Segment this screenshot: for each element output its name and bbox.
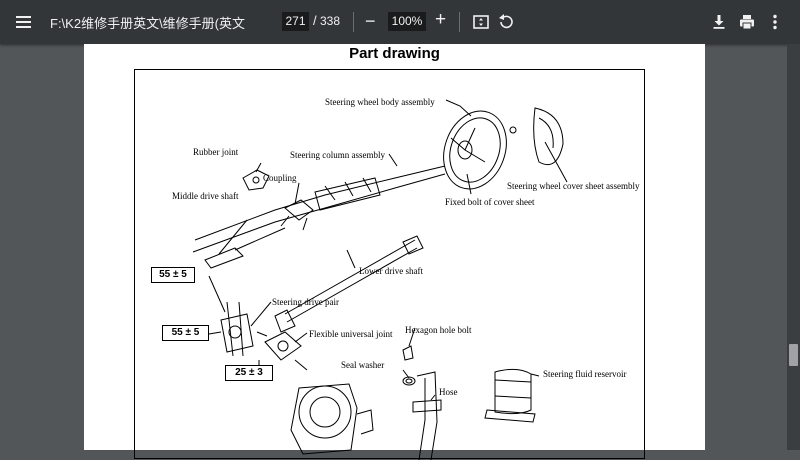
zoom-level-input[interactable]: 100% bbox=[388, 12, 426, 31]
exploded-view-illustration bbox=[192, 99, 568, 460]
menu-icon[interactable] bbox=[14, 12, 34, 32]
more-vert-icon[interactable] bbox=[765, 12, 785, 32]
label-coupling: Coupling bbox=[263, 173, 297, 183]
label-fixed-bolt: Fixed bolt of cover sheet bbox=[445, 197, 535, 207]
label-steering-drive-pair: Steering drive pair bbox=[272, 297, 339, 307]
download-icon[interactable] bbox=[709, 12, 729, 32]
zoom-in-button[interactable]: + bbox=[435, 9, 447, 30]
vertical-scrollbar[interactable] bbox=[787, 44, 800, 450]
part-drawing-frame: Steering wheel body assembly Rubber join… bbox=[134, 69, 645, 460]
pdf-page: Part drawing bbox=[84, 44, 705, 460]
label-steering-column: Steering column assembly bbox=[290, 150, 385, 160]
label-hexagon-bolt: Hexagon hole bolt bbox=[405, 325, 472, 335]
torque-box: 55 ± 5 bbox=[151, 267, 195, 283]
print-icon[interactable] bbox=[737, 12, 757, 32]
label-fluid-reservoir: Steering fluid reservoir bbox=[543, 369, 627, 379]
page-separator: / bbox=[313, 13, 317, 28]
toolbar-divider bbox=[353, 12, 354, 32]
label-middle-drive-shaft: Middle drive shaft bbox=[172, 191, 239, 201]
torque-box: 55 ± 5 bbox=[162, 325, 209, 341]
scrollbar-thumb[interactable] bbox=[789, 344, 798, 366]
document-title: F:\K2维修手册英文\维修手册(英文 bbox=[50, 16, 246, 31]
label-cover-sheet-assembly: Steering wheel cover sheet assembly bbox=[507, 181, 640, 191]
label-flexible-joint: Flexible universal joint bbox=[309, 329, 393, 339]
label-lower-drive-shaft: Lower drive shaft bbox=[359, 266, 423, 276]
fit-page-icon[interactable] bbox=[471, 12, 491, 32]
page-heading: Part drawing bbox=[349, 45, 440, 62]
page-number-input[interactable]: 271 bbox=[282, 12, 309, 31]
toolbar-divider bbox=[459, 12, 460, 32]
label-rubber-joint: Rubber joint bbox=[193, 147, 239, 157]
zoom-out-button[interactable]: − bbox=[365, 11, 376, 31]
label-steering-wheel-body: Steering wheel body assembly bbox=[325, 97, 435, 107]
label-seal-washer: Seal washer bbox=[341, 360, 385, 370]
torque-box: 25 ± 3 bbox=[225, 365, 273, 381]
page-total: 338 bbox=[320, 14, 341, 28]
rotate-icon[interactable] bbox=[496, 12, 516, 32]
label-hose: Hose bbox=[439, 387, 458, 397]
pdf-toolbar: F:\K2维修手册英文\维修手册(英文 271 / 338 − 100% + bbox=[0, 0, 800, 44]
